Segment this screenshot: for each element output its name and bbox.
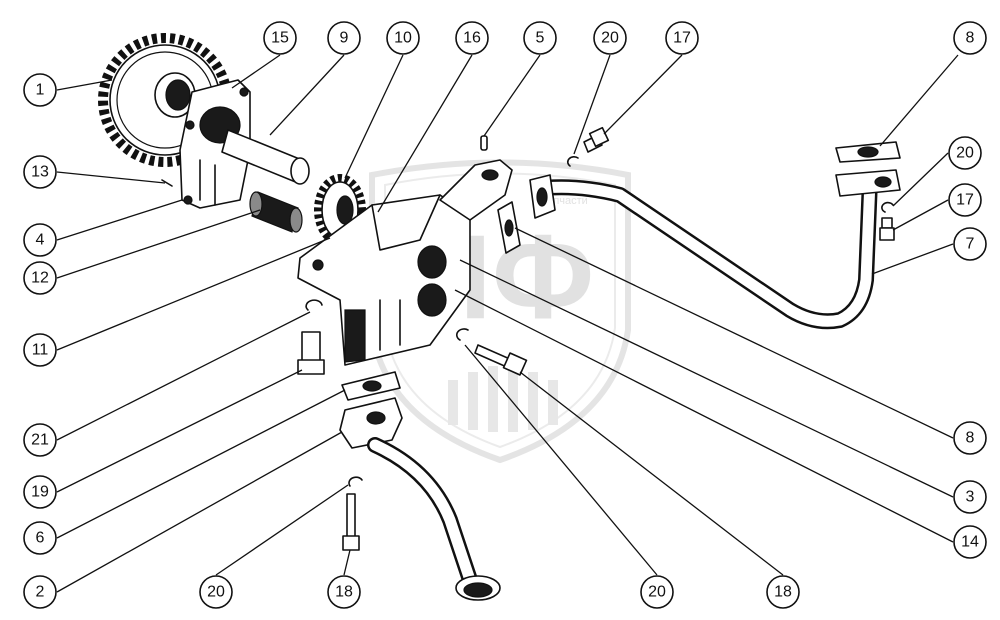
- callout-18-middle: 18: [766, 575, 800, 609]
- callout-6-label: 6: [36, 530, 45, 547]
- callout-16-label: 16: [463, 30, 481, 47]
- callout-9: 9: [327, 21, 361, 55]
- callout-8-top: 8: [953, 21, 987, 55]
- callout-10-label: 10: [394, 30, 412, 47]
- callout-2: 2: [23, 575, 57, 609]
- callout-9-label: 9: [340, 30, 349, 47]
- housing-bolt: [297, 331, 325, 375]
- delivery-pipe: [529, 169, 901, 330]
- callout-20-middle: 20: [640, 575, 674, 609]
- callout-13-label: 13: [31, 164, 49, 181]
- callout-20-bottom-label: 20: [207, 584, 225, 601]
- long-bolt-bottom: [342, 493, 360, 551]
- callout-13: 13: [23, 155, 57, 189]
- callout-16: 16: [455, 21, 489, 55]
- washer-right: [881, 201, 894, 213]
- gasket-side: [497, 201, 521, 254]
- callout-20-top-label: 20: [601, 30, 619, 47]
- callout-21: 21: [23, 423, 57, 457]
- callout-17-right: 17: [948, 183, 982, 217]
- callout-3: 3: [953, 480, 987, 514]
- callout-4-label: 4: [36, 232, 45, 249]
- washer-middle: [456, 328, 469, 341]
- callout-20-right: 20: [948, 136, 982, 170]
- callout-21-label: 21: [31, 432, 49, 449]
- callout-20-bottom: 20: [199, 575, 233, 609]
- circlip: [305, 299, 323, 311]
- callout-12: 12: [23, 261, 57, 295]
- callout-6: 6: [23, 521, 57, 555]
- long-bolt-middle: [474, 344, 528, 376]
- callout-4: 4: [23, 223, 57, 257]
- callout-18-bottom-label: 18: [335, 584, 353, 601]
- callout-1-label: 1: [36, 82, 45, 99]
- callout-7: 7: [953, 227, 987, 261]
- callout-19-label: 19: [31, 484, 49, 501]
- small-pin: [161, 179, 173, 187]
- callout-3-label: 3: [966, 489, 975, 506]
- callout-17-top-label: 17: [673, 30, 691, 47]
- washer-top: [566, 156, 579, 167]
- drive-shaft: [221, 129, 310, 185]
- callout-17-top: 17: [665, 21, 699, 55]
- suction-gasket: [341, 371, 401, 401]
- callout-8-right: 8: [953, 421, 987, 455]
- gasket-top: [835, 141, 901, 163]
- suction-pipe: [339, 397, 501, 601]
- callout-5-label: 5: [536, 30, 545, 47]
- idler-roller: [249, 191, 303, 233]
- bolt-top: [583, 126, 610, 153]
- pump-cover: [179, 79, 251, 209]
- washer-bottom: [348, 476, 363, 487]
- callout-8-top-label: 8: [966, 30, 975, 47]
- callout-15-label: 15: [271, 30, 289, 47]
- callout-19: 19: [23, 475, 57, 509]
- callout-18-bottom: 18: [327, 575, 361, 609]
- callout-14-label: 14: [961, 534, 979, 551]
- leader-lines: [56, 54, 959, 593]
- callout-20-right-label: 20: [956, 145, 974, 162]
- callout-7-label: 7: [966, 236, 975, 253]
- callout-5: 5: [523, 21, 557, 55]
- callout-15: 15: [263, 21, 297, 55]
- callout-1: 1: [23, 73, 57, 107]
- callout-8-right-label: 8: [966, 430, 975, 447]
- pump-housing: [297, 159, 513, 366]
- bolt-right: [879, 217, 895, 241]
- callout-20-top: 20: [593, 21, 627, 55]
- callout-20-middle-label: 20: [648, 584, 666, 601]
- callout-10: 10: [386, 21, 420, 55]
- callout-12-label: 12: [31, 270, 49, 287]
- callout-2-label: 2: [36, 584, 45, 601]
- callout-11: 11: [23, 333, 57, 367]
- callout-11-label: 11: [32, 342, 49, 359]
- dowel-pin: [480, 135, 488, 151]
- callout-17-right-label: 17: [956, 192, 974, 209]
- callout-18-middle-label: 18: [774, 584, 792, 601]
- callout-14: 14: [953, 525, 987, 559]
